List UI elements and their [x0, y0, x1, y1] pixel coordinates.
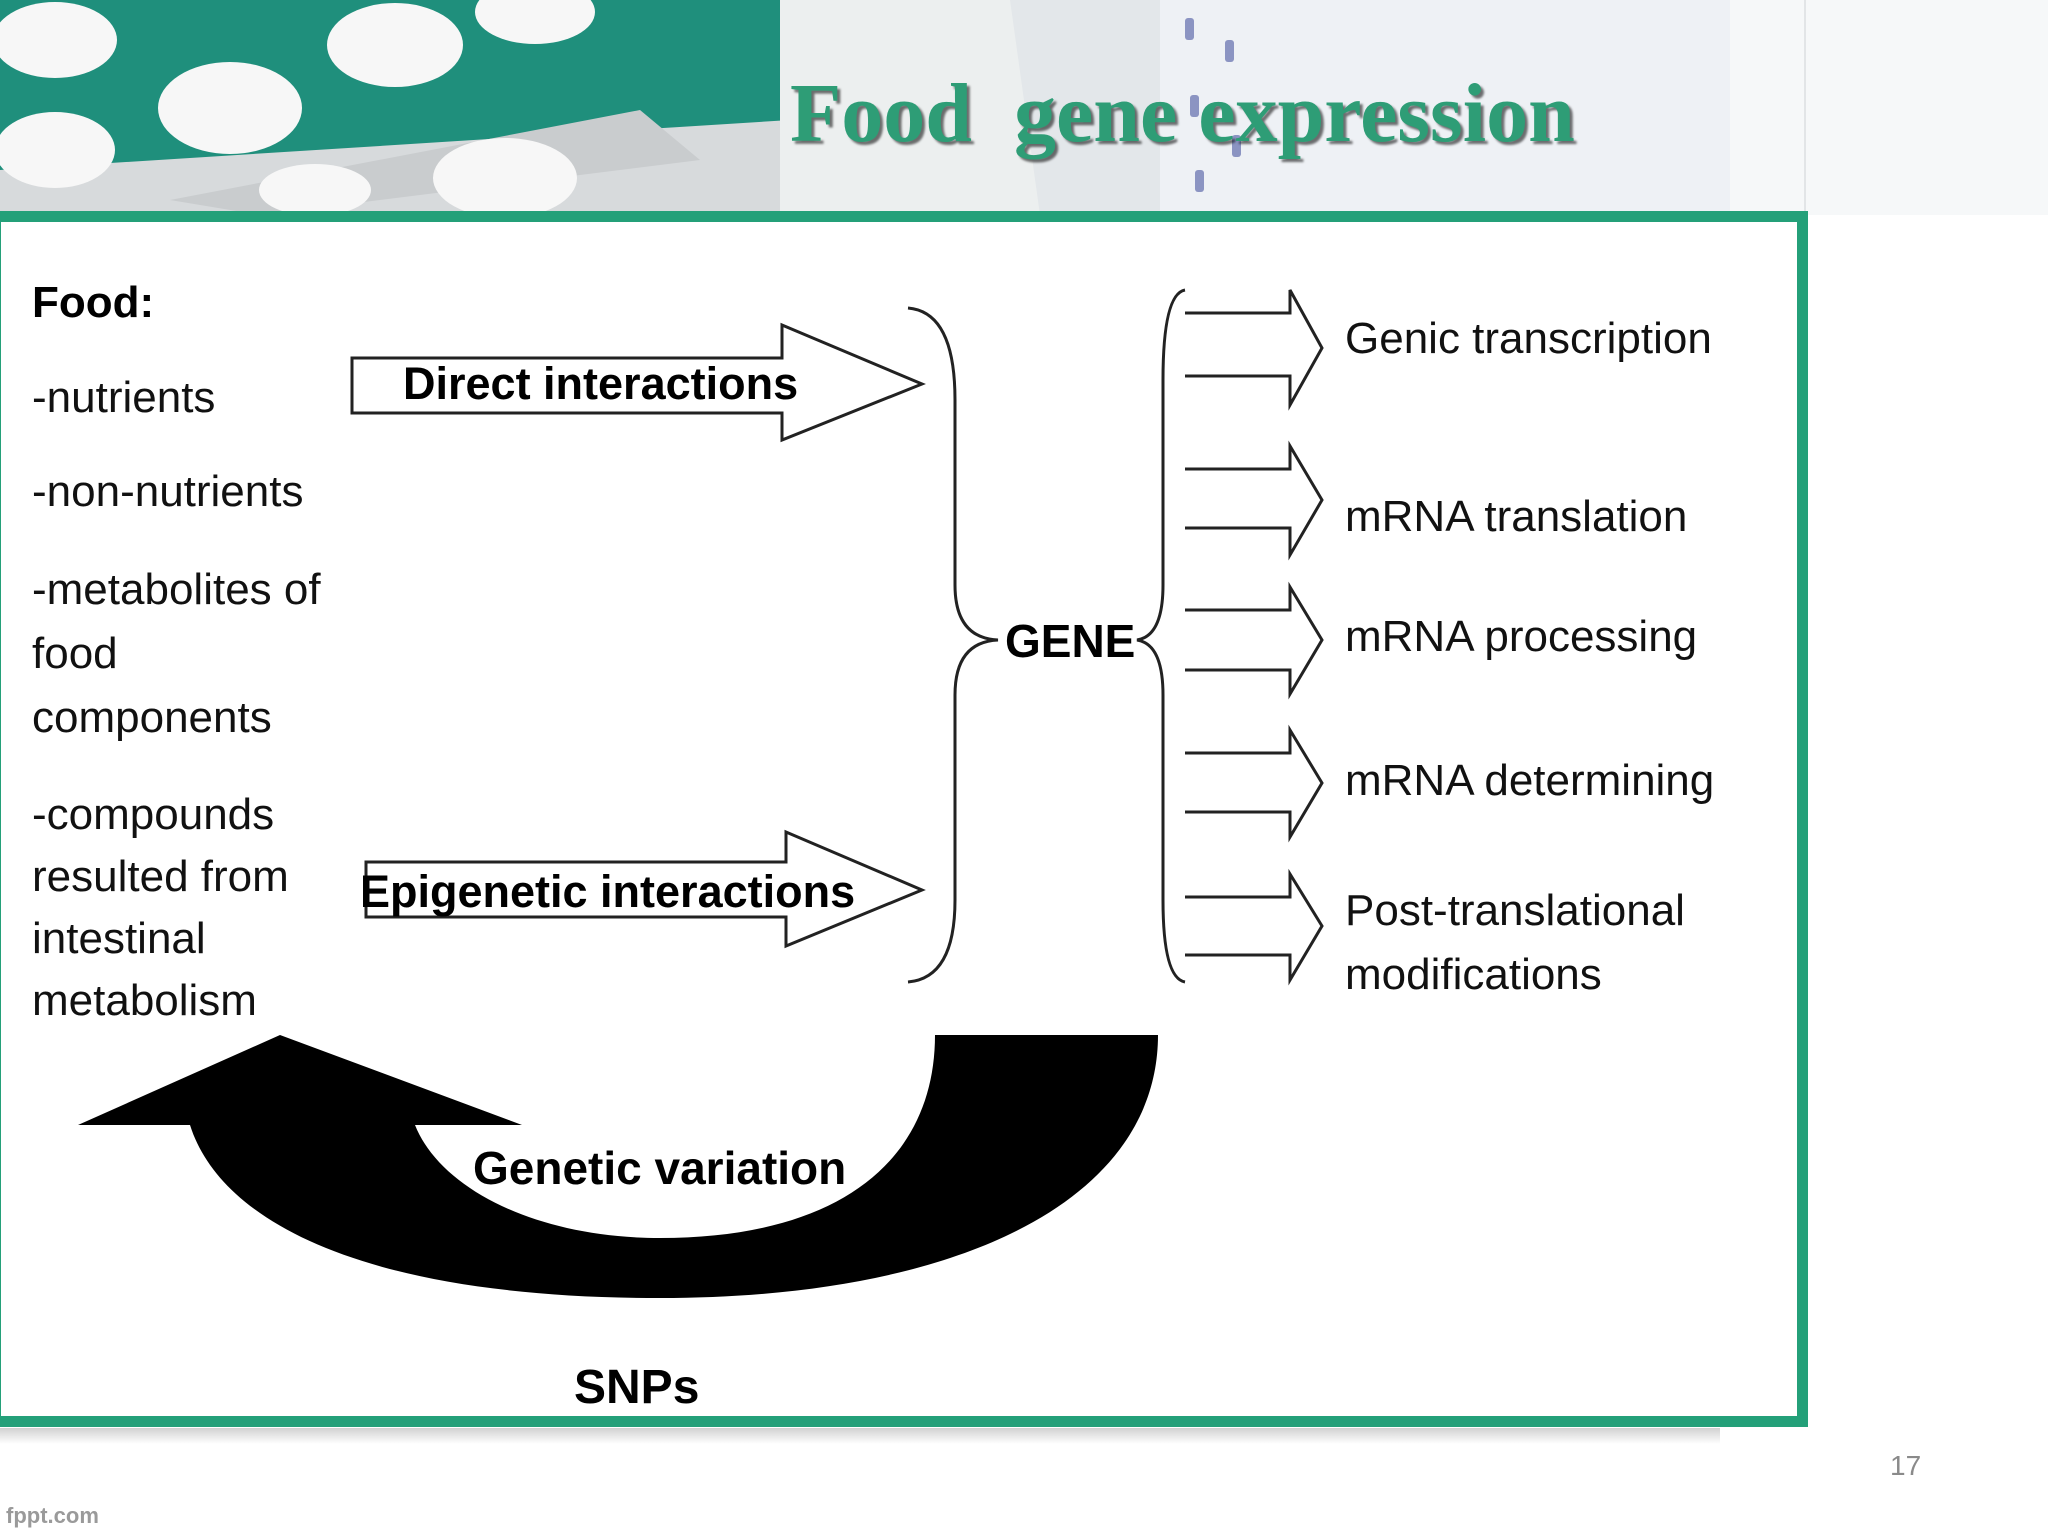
epigenetic-interactions-label: Epigenetic interactions — [360, 866, 855, 917]
outcome-line: Post-translational — [1345, 886, 1685, 935]
food-item-line: resulted from — [32, 852, 289, 901]
outcome-arrow — [1185, 440, 1324, 561]
header-photo-art — [0, 0, 2048, 215]
food-item-line: intestinal — [32, 914, 206, 963]
outcome-arrow — [1185, 868, 1324, 986]
outcome-arrows — [1185, 289, 1324, 986]
outcome-list: Genic transcription mRNA translation mRN… — [1345, 314, 1714, 999]
right-brace — [1136, 288, 1186, 984]
slide-number: 17 — [1890, 1450, 1922, 1481]
outcome-mrna-determining: mRNA determining — [1345, 756, 1714, 805]
outcome-line: mRNA determining — [1345, 756, 1714, 805]
food-item-line: -metabolites of — [32, 565, 321, 614]
genetic-variation-label: Genetic variation — [473, 1142, 846, 1194]
food-item-line: -compounds — [32, 790, 274, 839]
food-item-nutrients: -nutrients — [32, 373, 215, 422]
outcome-line: modifications — [1345, 950, 1602, 999]
outcome-arrow — [1185, 581, 1324, 700]
left-brace — [907, 306, 999, 984]
direct-interactions-arrow: Direct interactions — [350, 322, 926, 443]
direct-arrow-shape — [350, 322, 926, 443]
food-item-line: -non-nutrients — [32, 467, 303, 516]
genetic-variation-arrow: Genetic variation — [78, 1035, 1158, 1298]
header-photo — [0, 0, 2048, 215]
food-item-line: -nutrients — [32, 373, 215, 422]
outcome-arrow — [1185, 289, 1324, 411]
food-list: Food: -nutrients -non-nutrients -metabol… — [32, 278, 333, 1025]
slide-title: Food gene expression — [790, 67, 1575, 160]
food-item-line: components — [32, 693, 272, 742]
food-item-non-nutrients: -non-nutrients — [32, 467, 303, 516]
food-item-line: metabolism — [32, 976, 257, 1025]
feedback-arrow-shape — [78, 1035, 1158, 1298]
outcome-mrna-translation: mRNA translation — [1345, 492, 1687, 541]
snps-label: SNPs — [574, 1361, 699, 1414]
outcome-arrow — [1185, 724, 1324, 843]
footer-brand: fppt.com — [6, 1503, 99, 1528]
outcome-line: mRNA processing — [1345, 612, 1697, 661]
outcome-post-translational: Post-translational modifications — [1345, 886, 1697, 999]
outcome-line: Genic transcription — [1345, 314, 1712, 363]
outcome-genic-transcription: Genic transcription — [1345, 314, 1712, 363]
gene-label: GENE — [1005, 615, 1135, 667]
outcome-line: mRNA translation — [1345, 492, 1687, 541]
label-box — [780, 0, 1040, 215]
direct-interactions-label: Direct interactions — [403, 358, 798, 409]
epigenetic-arrow-shape — [364, 829, 926, 949]
epigenetic-interactions-arrow: Epigenetic interactions — [360, 829, 926, 949]
food-heading: Food: — [32, 278, 154, 327]
food-item-compounds: -compounds resulted from intestinal meta… — [32, 790, 301, 1025]
food-item-line: food — [32, 629, 118, 678]
frame-shadow — [0, 1428, 1720, 1444]
food-item-metabolites: -metabolites of food components — [32, 565, 333, 742]
outcome-mrna-processing: mRNA processing — [1345, 612, 1697, 661]
